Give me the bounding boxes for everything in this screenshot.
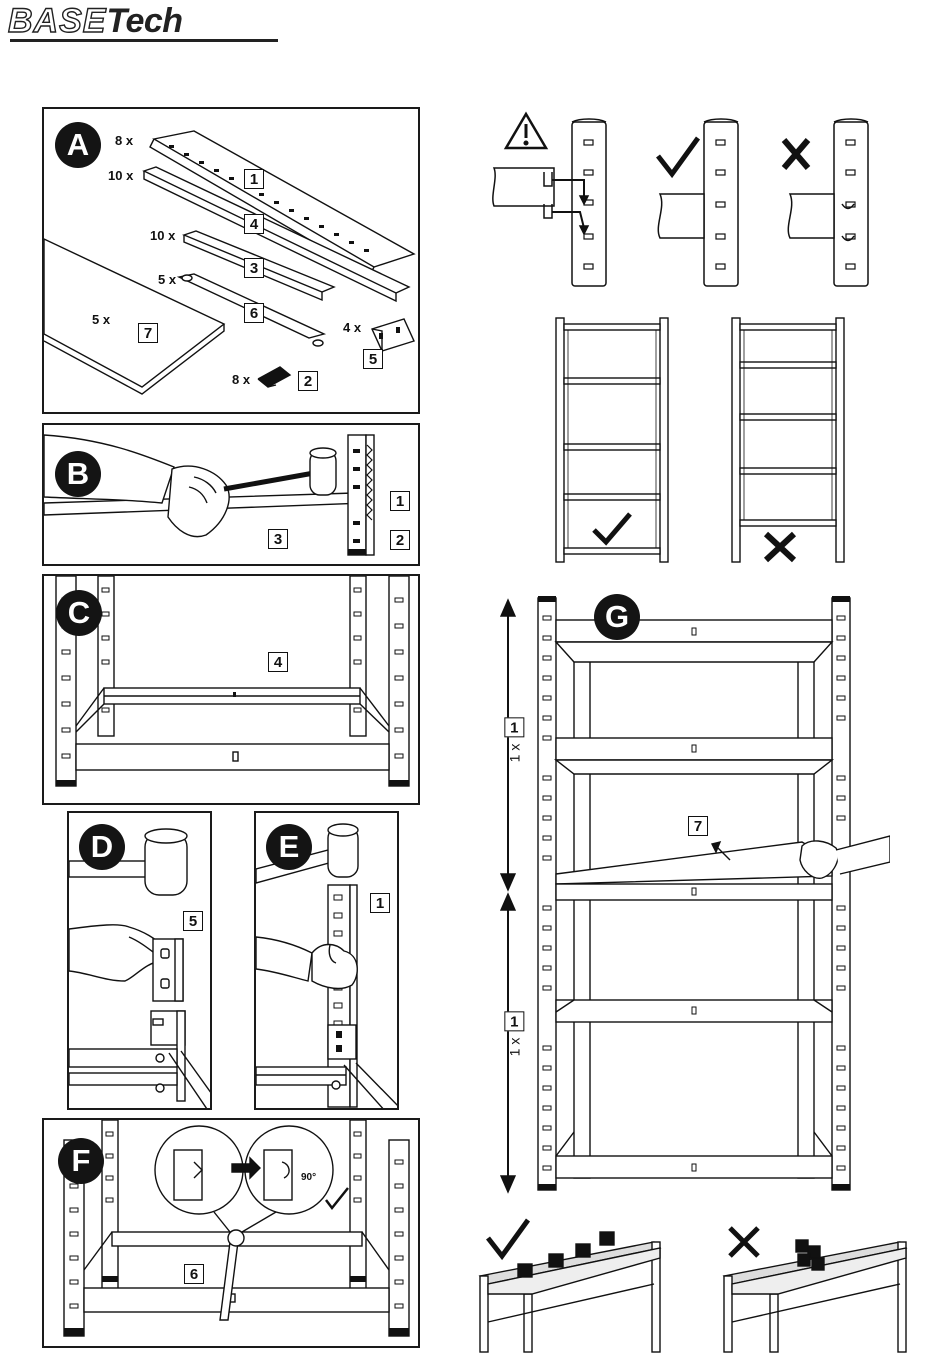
upper-part-label: 1 [504,718,524,738]
shelf-board-7 [556,842,832,884]
lower-qty-label: 1 x 1 [504,1012,524,1057]
e-label-1: 1 [370,893,390,913]
b-label-1: 1 [390,491,410,511]
part5-label: 5 [363,349,383,369]
part6-label: 6 [244,303,264,323]
brand-logo-tech: Tech [106,2,182,40]
weight-icon-cluster [796,1240,808,1252]
hand [69,925,163,981]
load-distribution-drawing [474,1214,924,1354]
panel-a-badge: A [55,122,101,168]
panel-c-long-beams: C 4 [42,574,420,805]
part-bracket [372,319,414,351]
panel-d-badge: D [79,824,125,870]
shelf-spacing-drawing [550,316,850,568]
cross-icon [730,1228,758,1256]
hand [168,466,229,536]
part7-qty: 5 x [92,312,110,327]
check-icon [594,514,630,542]
panel-e-badge: E [266,824,312,870]
b-label-3: 3 [268,529,288,549]
upper-qty-label: 1 x 1 [504,718,524,763]
part1-qty: 8 x [115,133,133,148]
panel-f-badge: F [58,1138,104,1184]
panel-a-parts: A 8 x 1 10 x 4 10 x 3 5 x 6 5 x 7 4 x 5 … [42,107,420,414]
slot-guidance [490,108,920,296]
brand-rule [10,39,278,42]
panel-g-assembly: G 7 1 x 1 1 x 1 [490,592,890,1197]
panel-b-mallet-beam: B 1 2 3 [42,423,420,566]
check-icon [488,1220,528,1256]
panel-e-upright: E 1 [254,811,399,1110]
load-distribution-guidance [474,1214,924,1354]
cross-icon [766,534,794,560]
brand-logo-base: BASE [8,2,106,40]
check-icon [658,138,698,174]
b-label-2: 2 [390,530,410,550]
check-icon [326,1188,348,1208]
panel-f-support: F 6 90° [42,1118,420,1348]
panel-g-drawing [490,592,890,1197]
panel-d-bracket: D 5 [67,811,212,1110]
lower-part-label: 1 [504,1012,524,1032]
part2-label: 2 [298,371,318,391]
weight-icon [518,1264,532,1277]
part3-label: 3 [244,258,264,278]
slot-guidance-drawing [490,108,920,296]
part7-label: 7 [138,323,158,343]
part-connector [258,367,290,387]
panel-b-badge: B [55,451,101,497]
part-shelf-board [44,239,224,387]
g-label-7: 7 [688,816,708,836]
part4-qty: 10 x [108,168,133,183]
part5-qty: 4 x [343,320,361,335]
d-label-5: 5 [183,911,203,931]
shelf-spacing-guidance [550,316,850,568]
sleeve [256,937,312,981]
cross-icon [784,140,808,168]
part3-qty: 10 x [150,228,175,243]
part4-label: 4 [244,214,264,234]
part6-qty: 5 x [158,272,176,287]
panel-c-badge: C [56,590,102,636]
brand-logo: BASETech [8,2,183,41]
part2-qty: 8 x [232,372,250,387]
c-label-4: 4 [268,652,288,672]
panel-g-badge: G [594,594,640,640]
f-label-6: 6 [184,1264,204,1284]
upper-qty: 1 x [506,744,522,763]
rotation-label: 90° [301,1172,316,1183]
panel-b-drawing [44,425,420,566]
lower-qty: 1 x [506,1038,522,1057]
part1-label: 1 [244,169,264,189]
